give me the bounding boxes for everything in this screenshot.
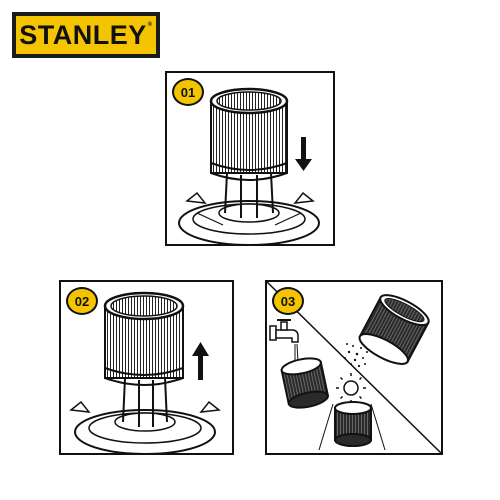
step-1-illustration	[178, 87, 320, 244]
arrow-down-icon	[295, 137, 312, 171]
logo-text: STANLEY®	[19, 19, 153, 50]
filter-drying-icon	[318, 401, 386, 451]
step-2-panel: 02	[59, 280, 234, 455]
filter-cartridge-icon	[103, 291, 185, 386]
step-1-panel: 01	[165, 71, 335, 246]
arrow-up-icon	[192, 342, 209, 380]
dust-particles-icon	[344, 343, 368, 368]
filter-rinse-icon	[280, 357, 330, 409]
filter-tilted-icon	[358, 294, 430, 365]
vacuum-head-icon	[69, 377, 221, 453]
vacuum-head-icon	[178, 172, 320, 244]
sun-icon	[336, 373, 366, 403]
step-3-panel: 03	[265, 280, 443, 455]
stanley-logo: STANLEY®	[12, 12, 160, 58]
step-3-badge: 03	[272, 287, 304, 315]
step-1-badge: 01	[172, 78, 204, 106]
logo-plate: STANLEY®	[16, 16, 156, 54]
step-2-badge: 02	[66, 287, 98, 315]
step-3-illustration	[267, 282, 441, 453]
water-tap-icon	[269, 319, 299, 363]
step-2-illustration	[69, 291, 221, 453]
filter-cartridge-icon	[209, 87, 289, 181]
